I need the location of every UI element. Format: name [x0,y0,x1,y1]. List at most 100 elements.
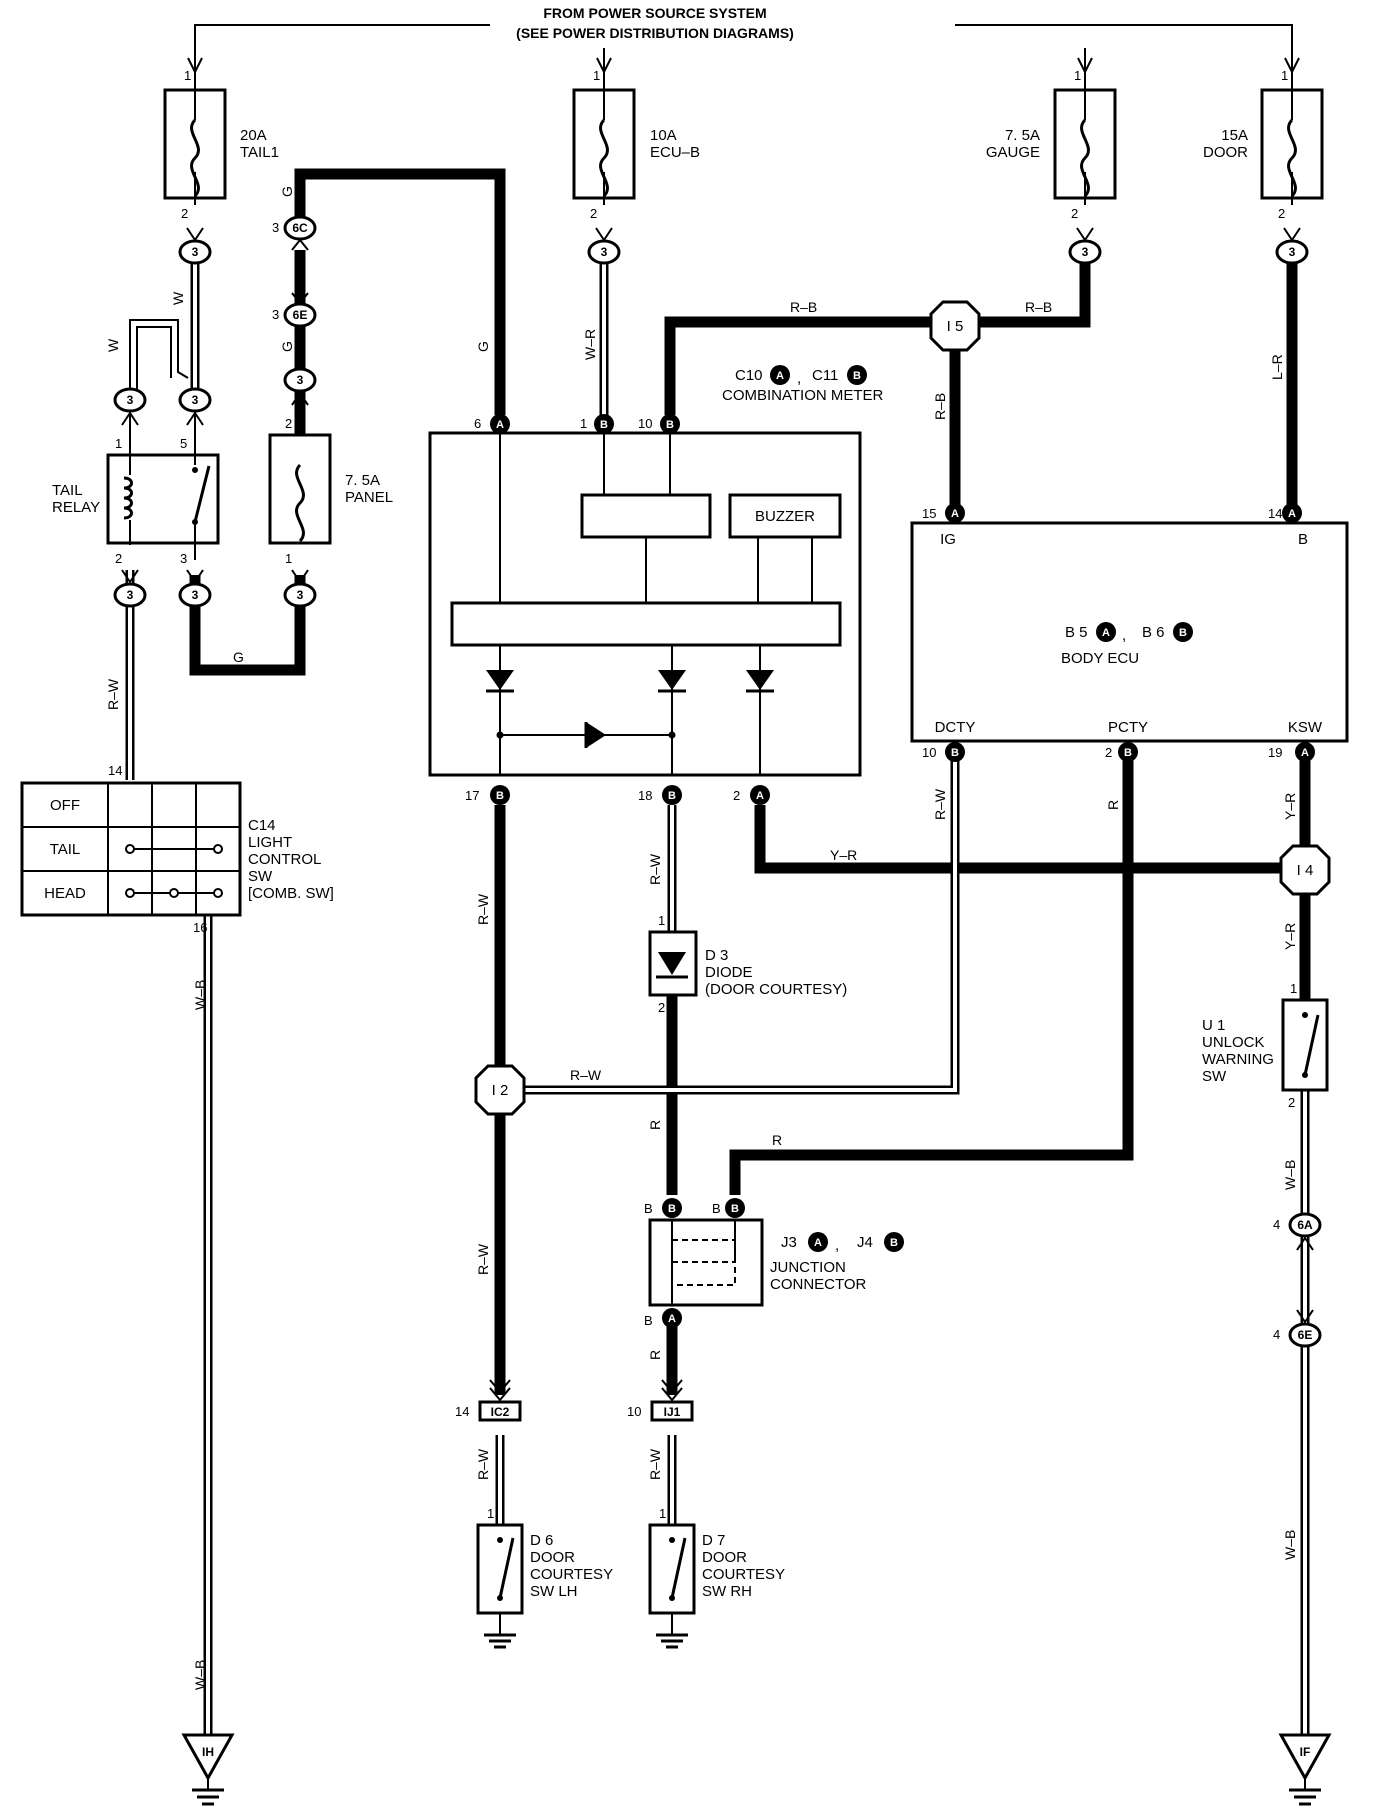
pin-label: 2 [1105,745,1112,760]
pin-label: 14 [108,763,122,778]
pin-label: 1 [593,68,600,83]
junction-j3: J3 [781,1234,797,1251]
pin-label: 1 [1074,68,1081,83]
ground-ih-label: IH [202,1745,214,1759]
comma: , [797,370,801,387]
wire-label: R–W [475,893,491,925]
light-control-switch: OFF TAIL HEAD 14 16 C14 LIGHT CONTROL SW… [20,763,334,935]
conn-3: 3 [192,245,199,259]
conn-3: 3 [601,245,608,259]
door-lh-label-2: COURTESY [530,1566,613,1583]
wire-label: R [647,1120,663,1130]
switch-label-3: SW [248,868,273,885]
fuse-door-name: DOOR [1203,144,1248,161]
wire-label: G [279,341,295,352]
ecu-b5: B 5 [1065,624,1088,641]
fuse-gauge: 1 2 7. 5A GAUGE [986,68,1117,221]
pin-label: B [712,1201,721,1216]
wire-label: R–W [570,1067,602,1083]
wire-label: L–R [1269,354,1285,380]
fuse-ecu-b: 1 2 10A ECU–B [572,68,700,221]
pin-letter: B [731,1203,739,1215]
conn-3: 3 [1082,245,1089,259]
door-courtesy-switch-rh: 1 D 7 DOOR COURTESY SW RH [648,1506,785,1649]
pin-label: 17 [465,788,479,803]
fuse-gauge-name: GAUGE [986,144,1040,161]
wire-label: R–B [1025,299,1052,315]
door-rh-label-1: DOOR [702,1549,747,1566]
pin-letter: B [666,419,674,431]
wire-label: W [105,338,121,352]
pin-label: 10 [627,1404,641,1419]
ground-if: IF [1278,1733,1332,1806]
door-lh-label-3: SW LH [530,1583,578,1600]
conn-6e: 6E [1298,1328,1313,1342]
junction-conn-a: A [814,1237,822,1249]
ecu-name: BODY ECU [1061,650,1139,667]
pin-label: 2 [115,551,122,566]
unlock-warning-switch: 1 2 U 1 UNLOCK WARNING SW [1202,981,1329,1110]
conn-3: 3 [192,393,199,407]
pin-label: 2 [658,1000,665,1015]
pin-letter: B [668,1203,676,1215]
wire-color-labels: W W G G G W–R R–B R–B R–B L–R R–W G W–B … [105,186,1298,1690]
fuse-door-amp: 15A [1221,127,1248,144]
buzzer-label: BUZZER [755,508,815,525]
meter-conn-b: B [853,370,861,382]
ecu-conn-a: A [1102,627,1110,639]
connector-ovals: 3 3 3 3 3 3 3 3 3 6C 6E 3 3 3 6A 6E 4 4 [113,215,1322,1348]
door-rh-label-2: COURTESY [702,1566,785,1583]
pin-label: 2 [1071,206,1078,221]
unlock-label-3: SW [1202,1068,1227,1085]
pin-letter: B [496,790,504,802]
wire-label: G [233,649,244,665]
wire-label: W–B [1282,1160,1298,1190]
door-rh-label-3: SW RH [702,1583,752,1600]
meter-conn-a: A [776,370,784,382]
pin-letter: A [1301,747,1309,759]
pin-letter: B [668,790,676,802]
pin-letter: A [951,508,959,520]
wire-label: R–W [475,1243,491,1275]
junction-i5: I 5 [929,300,981,352]
fuse-tail-amp: 20A [240,127,267,144]
conn-3: 3 [127,393,134,407]
wire-label: W–B [192,1660,208,1690]
conn-3: 3 [192,588,199,602]
junction-label-2: CONNECTOR [770,1276,867,1293]
pin-label: 3 [180,551,187,566]
unlock-code: U 1 [1202,1017,1225,1034]
pin-label: 3 [272,307,279,322]
fuse-tail1: 1 2 20A TAIL1 [163,68,279,221]
ground-ih: IH [181,1733,235,1806]
wire-label: R [772,1132,782,1148]
pin-label: 3 [272,220,279,235]
wire-label: Y–R [1282,793,1298,820]
meter-name: COMBINATION METER [722,387,884,404]
junction-connector: J3 A , J4 B JUNCTION CONNECTOR B B B [644,1201,904,1328]
door-courtesy-switch-lh: 1 D 6 DOOR COURTESY SW LH [476,1506,613,1649]
pin-label: 1 [580,416,587,431]
fuse-gauge-amp: 7. 5A [1005,127,1040,144]
junction-j4: J4 [857,1234,873,1251]
ecu-conn-b: B [1179,627,1187,639]
pin-label: 1 [487,1506,494,1521]
pin-label: 2 [733,788,740,803]
relay-label-1: TAIL [52,482,83,499]
comma: , [835,1237,839,1254]
pin-label: 1 [115,436,122,451]
pin-letter: B [600,419,608,431]
fuse-panel: 2 1 7. 5A PANEL [268,416,393,566]
pin-label: 18 [638,788,652,803]
door-lh-code: D 6 [530,1532,553,1549]
wire-label: R–B [790,299,817,315]
conn-3: 3 [127,588,134,602]
wire-label: R–W [647,853,663,885]
pin-label: 1 [1281,68,1288,83]
pin-label: 14 [455,1404,469,1419]
ecu-dcty: DCTY [935,719,976,736]
switch-row-off: OFF [50,797,80,814]
pin-letter: A [496,419,504,431]
fuse-panel-amp: 7. 5A [345,472,380,489]
